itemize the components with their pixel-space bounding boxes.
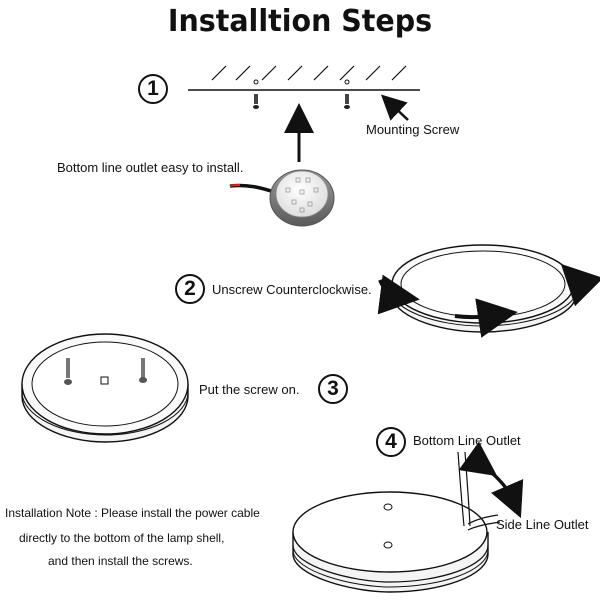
lamp-ring-unscrew xyxy=(377,244,600,338)
screw-pointer-arrow xyxy=(380,94,409,121)
lamp-outlets xyxy=(292,441,524,593)
bottom-line-outlet-label: Bottom Line Outlet xyxy=(413,433,521,448)
note-line-2: directly to the bottom of the lamp shell… xyxy=(19,531,225,545)
puck-light xyxy=(229,169,335,227)
note-line-1: Installation Note : Please install the p… xyxy=(5,506,260,520)
mounting-screw-right xyxy=(344,79,350,109)
note-line-3: and then install the screws. xyxy=(48,554,193,568)
page-title: Installtion Steps xyxy=(167,4,433,39)
step-3-badge: 3 xyxy=(318,374,348,404)
mounting-screw-label: Mounting Screw xyxy=(366,122,460,137)
step-1-badge: 1 xyxy=(138,74,168,104)
ceiling xyxy=(188,65,420,91)
lamp-base xyxy=(21,333,189,443)
unscrew-label: Unscrew Counterclockwise. xyxy=(212,282,372,297)
mounting-screw-left xyxy=(253,79,259,109)
bottom-outlet-label: Bottom line outlet easy to install. xyxy=(57,160,244,175)
put-screw-label: Put the screw on. xyxy=(199,382,300,397)
side-line-outlet-label: Side Line Outlet xyxy=(496,517,589,532)
step-4-badge: 4 xyxy=(376,427,406,457)
step-2-badge: 2 xyxy=(175,274,205,304)
